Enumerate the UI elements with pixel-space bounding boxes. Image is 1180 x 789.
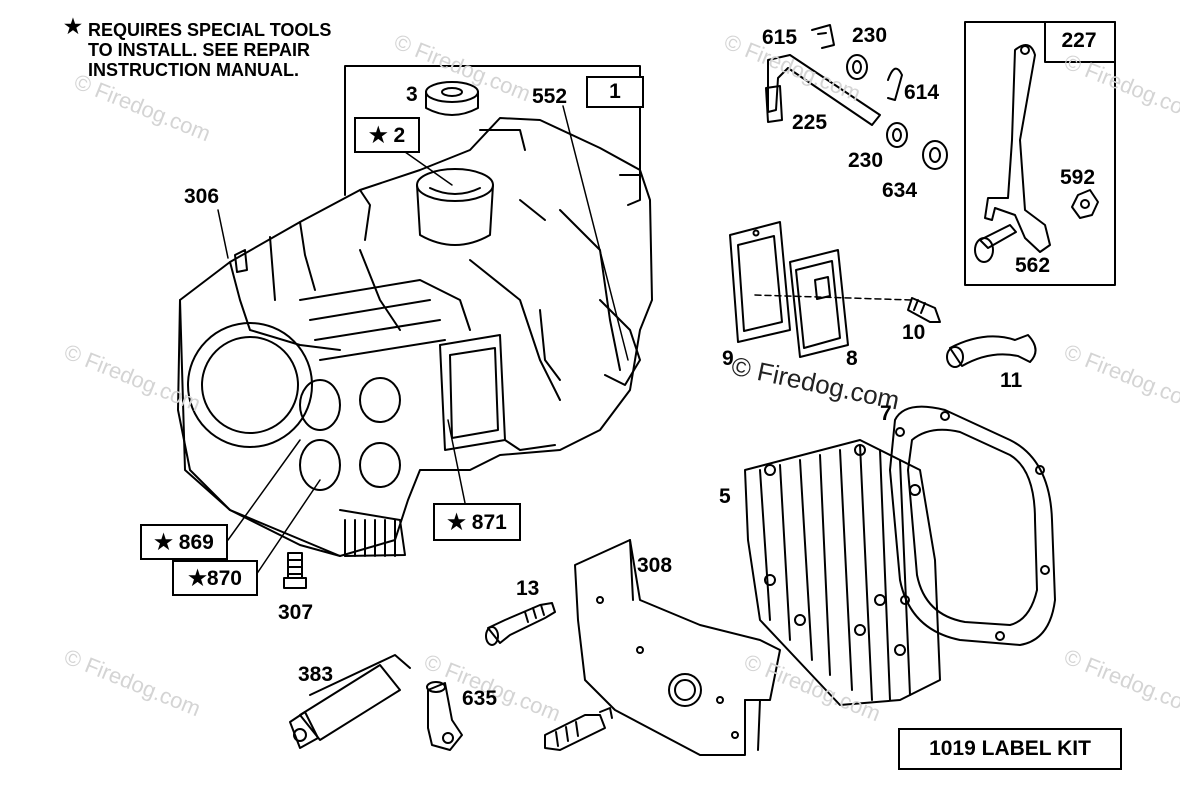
callout-871: ★ 871 bbox=[433, 503, 521, 541]
part-7-head-gasket bbox=[889, 405, 1056, 646]
note-line-1: REQUIRES SPECIAL TOOLS bbox=[88, 20, 332, 40]
callout-307: 307 bbox=[278, 601, 314, 624]
special-tools-note: ★ REQUIRES SPECIAL TOOLS TO INSTALL. SEE… bbox=[64, 16, 332, 80]
callout-230b: 230 bbox=[848, 149, 884, 172]
callout-5: 5 bbox=[719, 485, 731, 508]
callout-635: 635 bbox=[462, 687, 498, 710]
callout-230a: 230 bbox=[852, 24, 888, 47]
callout-10: 10 bbox=[902, 321, 926, 344]
part-383-tool bbox=[289, 654, 411, 749]
callout-614: 614 bbox=[904, 81, 940, 104]
part-10-bolt bbox=[907, 297, 941, 323]
callout-306: 306 bbox=[184, 185, 220, 208]
callout-1: 1 bbox=[586, 76, 644, 108]
callout-7: 7 bbox=[880, 402, 892, 425]
part-635-boot bbox=[426, 681, 463, 751]
note-line-2: TO INSTALL. SEE REPAIR bbox=[88, 40, 311, 60]
part-3-seal bbox=[425, 81, 479, 116]
part-13-stud bbox=[485, 602, 556, 646]
callout-615: 615 bbox=[762, 26, 798, 49]
label-kit-box: 1019 LABEL KIT bbox=[898, 728, 1122, 770]
callout-634: 634 bbox=[882, 179, 918, 202]
callout-869: ★ 869 bbox=[140, 524, 228, 560]
callout-552: 552 bbox=[532, 85, 568, 108]
star-icon: ★ bbox=[64, 16, 82, 38]
engine-block bbox=[177, 117, 653, 557]
callout-8: 8 bbox=[846, 347, 858, 370]
callout-2: ★ 2 bbox=[354, 117, 420, 153]
part-11-tube bbox=[946, 334, 1037, 368]
callout-383: 383 bbox=[298, 663, 334, 686]
callout-308: 308 bbox=[637, 554, 673, 577]
part-227-lever bbox=[964, 21, 1116, 286]
part-225-rod bbox=[765, 24, 948, 170]
part-1-bracket bbox=[344, 65, 641, 196]
part-308-shroud bbox=[574, 539, 781, 756]
callout-11: 11 bbox=[1000, 369, 1023, 392]
note-line-3: INSTRUCTION MANUAL. bbox=[88, 60, 299, 80]
callout-562: 562 bbox=[1015, 254, 1051, 277]
part-8-breather bbox=[789, 249, 849, 358]
part-9-gasket bbox=[729, 221, 791, 343]
part-307-screw bbox=[283, 552, 307, 589]
spark-plug bbox=[544, 707, 613, 751]
callout-870: ★870 bbox=[172, 560, 258, 596]
callout-227: 227 bbox=[1061, 29, 1097, 52]
callout-225: 225 bbox=[792, 111, 828, 134]
callout-592: 592 bbox=[1060, 166, 1096, 189]
callout-3: 3 bbox=[406, 83, 418, 106]
leader-lines bbox=[217, 105, 913, 576]
callout-9: 9 bbox=[722, 347, 734, 370]
callout-13: 13 bbox=[516, 577, 540, 600]
part-5-cylinder-head bbox=[744, 439, 941, 706]
